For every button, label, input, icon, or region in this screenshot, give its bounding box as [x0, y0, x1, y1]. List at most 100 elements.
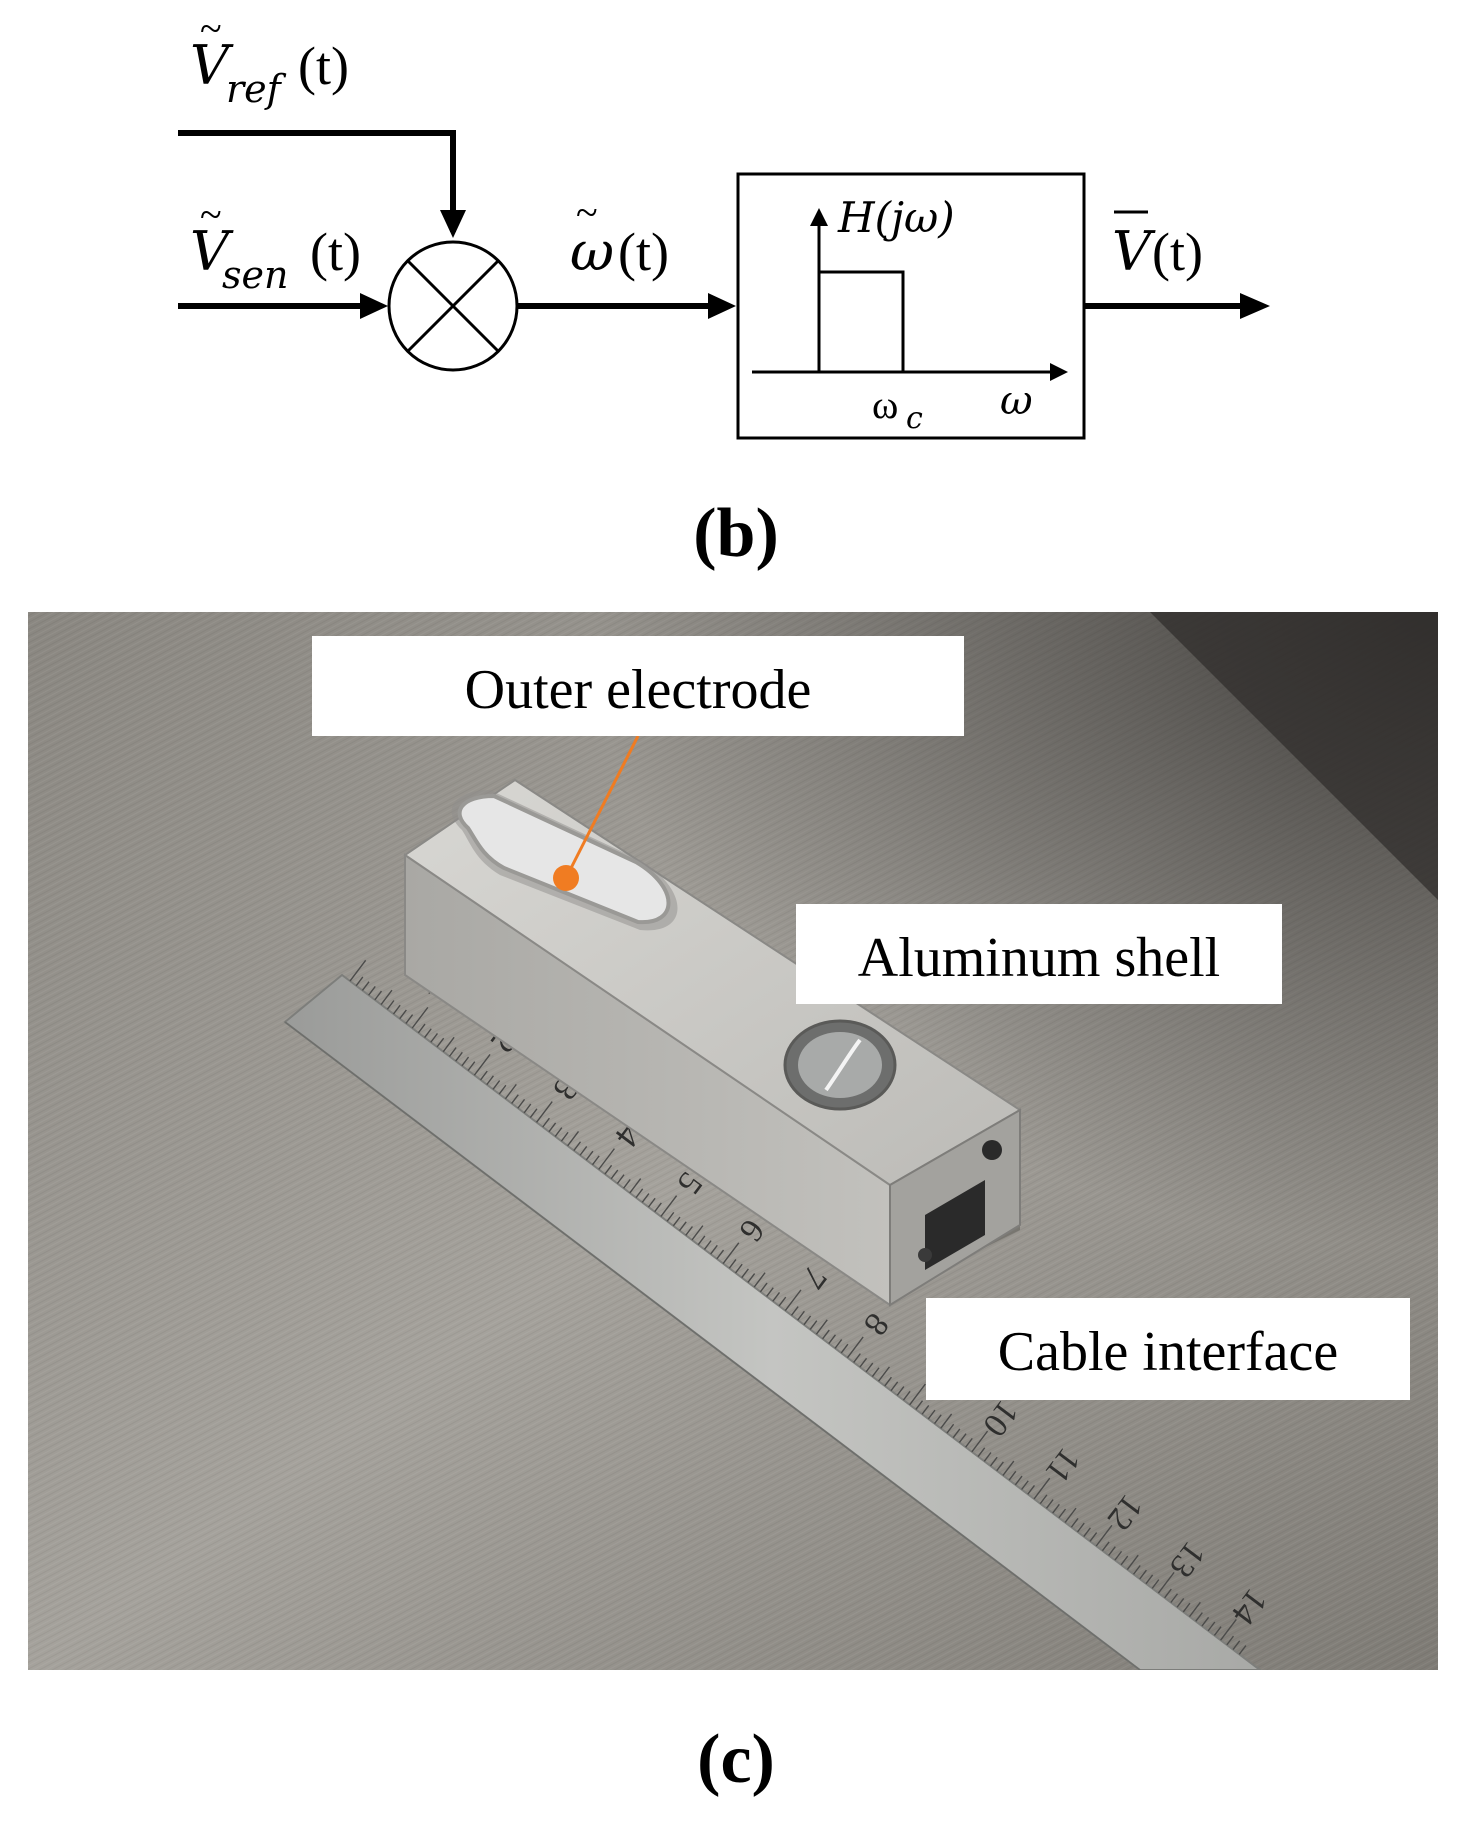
ruler-tick: [1089, 1532, 1098, 1542]
ruler-tick: [1064, 1507, 1077, 1523]
ruler-tick: [983, 1452, 992, 1462]
frequency-axis-label: ω: [1000, 378, 1033, 424]
ruler-tick: [361, 981, 370, 991]
ruler-tick: [436, 1037, 445, 1048]
callout-label: Aluminum shell: [858, 927, 1220, 989]
ruler-tick: [1045, 1499, 1054, 1509]
ruler-tick: [803, 1315, 812, 1326]
ruler-tick: [610, 1169, 619, 1180]
sensor-window: [783, 1019, 897, 1111]
ruler-tick: [871, 1367, 880, 1377]
ref-input-line: [178, 130, 456, 232]
ruler-tick: [542, 1117, 550, 1128]
block-diagram: V ref (t) ~ V sen (t) ~ ω (t) ~ H(jω) ω …: [178, 6, 1270, 440]
low-pass-filter-block: [736, 172, 1086, 440]
ruler-tick: [890, 1381, 899, 1392]
ruler-tick: [411, 1006, 429, 1029]
caption-b: (b): [693, 495, 779, 572]
omega-symbol: ω: [570, 220, 614, 283]
ruler-tick: [473, 1054, 491, 1076]
ruler-tick: [529, 1108, 538, 1118]
ruler-tick: [480, 1070, 488, 1081]
ruler-tick: [417, 1023, 426, 1034]
ruler-tick: [884, 1376, 892, 1387]
ruler-tick: [1014, 1475, 1023, 1486]
ruler-tick: [753, 1272, 766, 1288]
ruler-tick: [778, 1296, 787, 1307]
ruler-tick: [567, 1131, 580, 1147]
ruler-tick: [1120, 1555, 1129, 1566]
ref-symbol: V: [190, 34, 234, 97]
ruler-tick: [591, 1155, 600, 1166]
ruler-tick: [1132, 1565, 1141, 1575]
ruler-tick: [722, 1242, 740, 1264]
ruler-tick: [1002, 1460, 1015, 1476]
filter-passband: [819, 270, 905, 372]
ruler-tick: [616, 1174, 625, 1184]
ruler-tick: [1201, 1616, 1210, 1627]
ruler-tick: [1182, 1602, 1191, 1613]
ref-arg: (t): [298, 36, 349, 96]
ruler-tick: [654, 1202, 662, 1213]
ruler-tick: [965, 1437, 973, 1448]
sen-arg: (t): [310, 222, 361, 282]
ruler-ticks: [349, 959, 1247, 1655]
callout-leader-line: [564, 735, 640, 879]
ruler-tick: [368, 985, 376, 996]
callout-label: Outer electrode: [465, 659, 812, 721]
ruler-tick: [486, 1075, 494, 1086]
ruler-tick: [989, 1456, 998, 1467]
ruler-tick: [660, 1195, 678, 1217]
ruler-tick: [1232, 1640, 1241, 1651]
ruler-tick: [641, 1193, 650, 1203]
ruler-tick: [840, 1343, 849, 1354]
ruler-tick: [424, 1028, 432, 1038]
ruler-tick: [759, 1282, 768, 1293]
ruler-tick: [703, 1240, 712, 1250]
ruler-tick: [716, 1249, 725, 1260]
ruler-tick: [784, 1289, 802, 1312]
ruler-tick: [585, 1150, 594, 1161]
ruler-tick: [492, 1080, 501, 1090]
ruler-tick: [448, 1047, 457, 1057]
ruler-tick: [1070, 1517, 1079, 1528]
ruler-tick: [859, 1357, 868, 1368]
ruler-tick: [1157, 1571, 1175, 1594]
ruler-tick: [405, 1014, 414, 1024]
sen-input-label: V sen (t) ~: [190, 192, 361, 297]
ruler-tick: [996, 1461, 1004, 1472]
ruler-tick: [878, 1366, 890, 1382]
ref-subscript: ref: [226, 67, 287, 111]
ruler-tick: [915, 1400, 924, 1410]
ruler-tick: [548, 1122, 557, 1133]
ruler-tick: [1027, 1485, 1036, 1495]
ruler-tick: [1033, 1477, 1051, 1500]
ruler-tick: [1108, 1546, 1116, 1556]
ruler-tick: [1095, 1524, 1113, 1547]
cable-interface-port: [918, 1140, 1002, 1270]
ruler-tick: [747, 1273, 756, 1283]
cutoff-label: ω c: [872, 382, 923, 436]
ruler-tick: [535, 1101, 553, 1123]
output-symbol: V: [1112, 220, 1156, 283]
ruler-tick: [1114, 1550, 1123, 1561]
callout-label: Cable interface: [998, 1321, 1338, 1383]
ruler-tick: [865, 1362, 874, 1373]
ruler-tick: [1170, 1593, 1179, 1603]
omega-tilde: ~: [576, 190, 598, 235]
ruler-tick: [921, 1404, 930, 1415]
ruler-tick: [834, 1339, 843, 1349]
callout-dot: [553, 865, 579, 891]
ruler-tick: [846, 1336, 864, 1359]
ruler-tick: [554, 1127, 563, 1137]
ruler-tick: [1164, 1588, 1172, 1599]
ruler-tick: [933, 1414, 942, 1425]
ruler-tick: [1021, 1480, 1029, 1490]
ruler-tick: [853, 1353, 861, 1363]
ruler-tick: [1126, 1554, 1139, 1570]
ruler-tick: [710, 1244, 718, 1255]
ruler-tick: [977, 1447, 986, 1457]
ruler-tick: [349, 959, 367, 982]
callout-cable-interface: Cable interface: [926, 1298, 1410, 1400]
